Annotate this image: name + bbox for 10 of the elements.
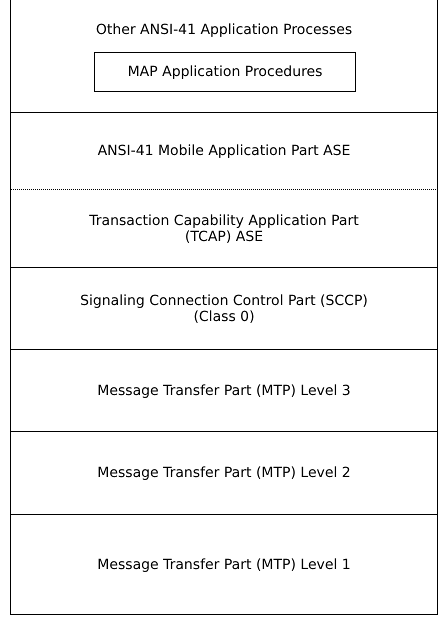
procedure-label: MAP Application Procedures: [128, 64, 322, 80]
protocol-layer: [10, 0, 438, 113]
procedure-box: [94, 52, 356, 92]
protocol-layer: Message Transfer Part (MTP) Level 1: [10, 515, 438, 615]
protocol-layer: ANSI-41 Mobile Application Part ASE: [10, 113, 438, 190]
layer-title: Other ANSI-41 Application Processes: [96, 22, 352, 38]
protocol-layer: Message Transfer Part (MTP) Level 2: [10, 432, 438, 515]
protocol-layer: Message Transfer Part (MTP) Level 3: [10, 350, 438, 432]
protocol-layer: Transaction Capability Application Part (TCAP) ASE: [10, 190, 438, 268]
protocol-layer: Signaling Connection Control Part (SCCP) (Class 0): [10, 268, 438, 350]
